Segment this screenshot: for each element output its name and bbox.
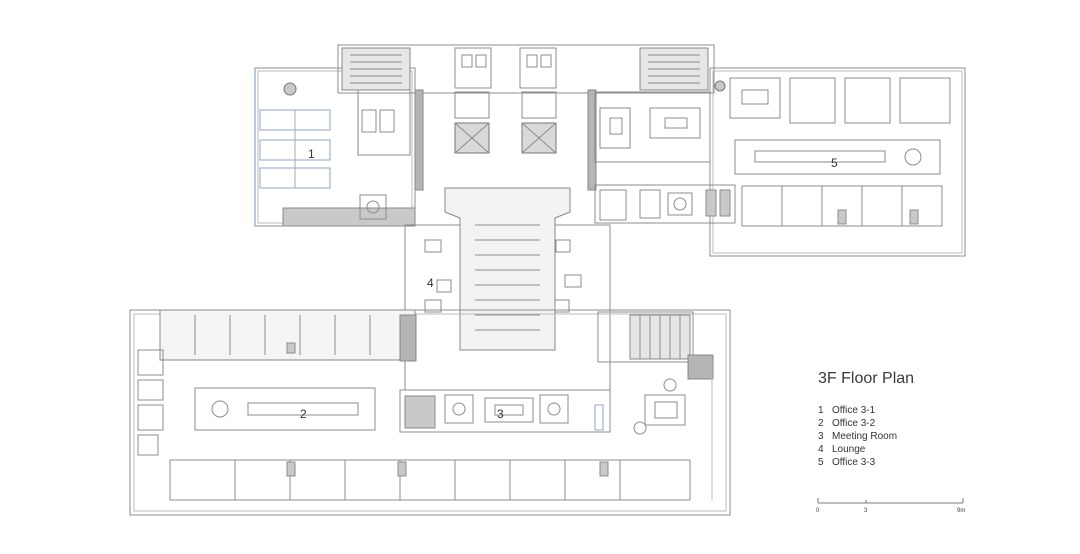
legend-label: Office 3-1 [832,405,876,416]
legend-label: Meeting Room [832,431,898,442]
legend-item: 4 Lounge [818,443,1018,456]
legend-label: Office 3-3 [832,457,876,468]
room-label-5: 5 [831,156,838,170]
legend-number: 3 [818,431,824,442]
plan-title: 3F Floor Plan [818,370,915,387]
legend-item: 5 Office 3-3 [818,456,1018,469]
room-labels: 1 2 3 4 5 [300,147,838,421]
legend-number: 2 [818,418,824,429]
room-label-3: 3 [497,407,504,421]
legend-number: 4 [818,444,824,455]
legend-number: 1 [818,405,824,416]
meeting-room-strip [399,389,611,433]
legend-label: Office 3-2 [832,418,876,429]
scale-tick-3: 3 [864,508,868,514]
room-label-2: 2 [300,407,307,421]
scale-bar [817,498,964,504]
scale-tick-0: 0 [816,508,820,514]
office-3-2-wing [129,309,731,516]
scale-tick-9m: 9m [957,508,965,514]
legend-item: 2 Office 3-2 [818,417,1018,430]
legend-item: 3 Meeting Room [818,430,1018,443]
room-label-4: 4 [427,276,434,290]
core [337,44,715,191]
office-3-1-wing [254,67,416,227]
legend-label: Lounge [832,444,866,455]
legend-item: 1 Office 3-1 [818,404,1018,417]
room-label-1: 1 [308,147,315,161]
legend-number: 5 [818,457,824,468]
office-3-3-wing [594,67,966,257]
lounge-atrium [404,187,611,391]
